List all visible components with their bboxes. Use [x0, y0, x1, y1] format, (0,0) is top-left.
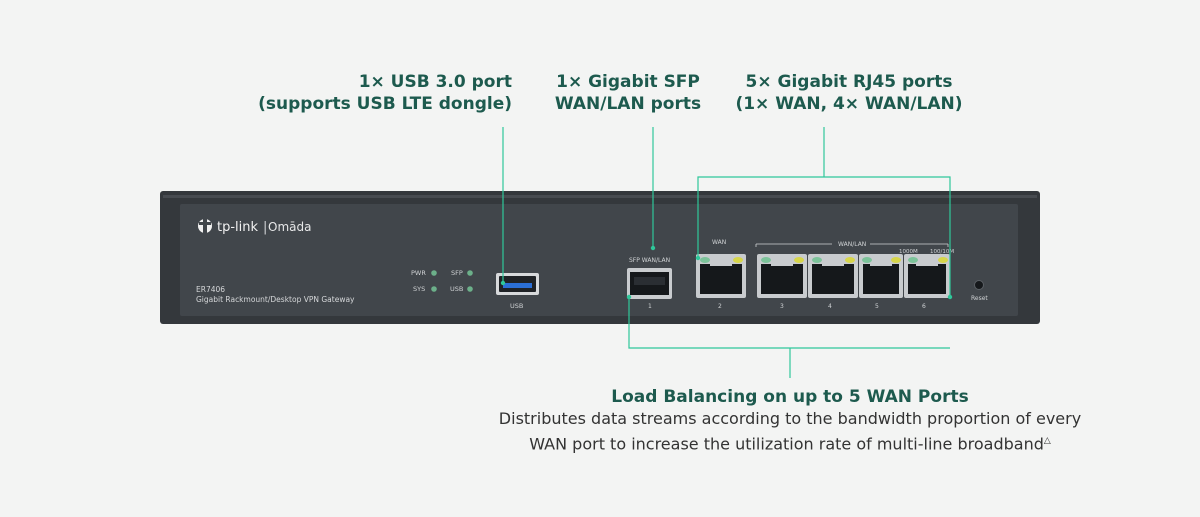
usb-callout-line1: 1× USB 3.0 port	[358, 72, 512, 92]
load-balancing-desc-line2-text: WAN port to increase the utilization rat…	[529, 434, 1044, 454]
port-number-5: 5	[875, 303, 879, 310]
rj45-callout-line2: (1× WAN, 4× WAN/LAN)	[735, 94, 963, 114]
brand-name: tp-link	[217, 220, 259, 235]
sys-led	[431, 286, 437, 292]
port-number-4: 4	[828, 303, 832, 310]
footnote-mark: △	[1043, 436, 1051, 446]
callout-dots	[500, 245, 953, 300]
rj45-callout-line1: 5× Gigabit RJ45 ports	[745, 72, 953, 92]
sfp-port	[627, 268, 672, 299]
sfp-led	[467, 270, 473, 276]
load-balancing-desc-line1: Distributes data streams according to th…	[498, 409, 1082, 428]
reset-button	[974, 280, 984, 290]
rj45-port-5	[859, 254, 903, 298]
port-number-3: 3	[780, 303, 784, 310]
rj45-callout: 5× Gigabit RJ45 ports (1× WAN, 4× WAN/LA…	[724, 71, 974, 115]
usb-callout: 1× USB 3.0 port (supports USB LTE dongle…	[240, 71, 512, 115]
sub-brand-name: Omāda	[268, 220, 311, 234]
port-number-2: 2	[718, 303, 722, 310]
led-label-sys: SYS	[413, 285, 425, 293]
sfp-port-header: SFP WAN/LAN	[629, 257, 670, 264]
led-label-pwr: PWR	[411, 269, 426, 277]
sfp-callout: 1× Gigabit SFP WAN/LAN ports	[548, 71, 708, 115]
led-label-sfp: SFP	[451, 269, 463, 277]
pwr-led	[431, 270, 437, 276]
load-balancing-title: Load Balancing on up to 5 WAN Ports	[611, 387, 969, 407]
load-balancing-callout: Load Balancing on up to 5 WAN Ports Dist…	[440, 386, 1140, 455]
port-number-1: 1	[648, 303, 652, 310]
sfp-callout-line1: 1× Gigabit SFP	[556, 72, 700, 92]
rj45-port-6	[904, 254, 950, 298]
port-number-6: 6	[922, 303, 926, 310]
wan-port-header: WAN	[712, 239, 726, 246]
rj45-port-4	[808, 254, 858, 298]
rj45-port-3	[757, 254, 807, 298]
rj45-port-wan	[696, 254, 746, 298]
reset-label: Reset	[971, 295, 988, 302]
usb-port	[496, 273, 539, 295]
led-label-usb: USB	[450, 285, 463, 293]
usb-callout-line2: (supports USB LTE dongle)	[258, 94, 512, 114]
speed-label-100m: 100/10M	[930, 249, 954, 255]
speed-label-1000m: 1000M	[899, 249, 918, 255]
usb-port-label: USB	[510, 302, 523, 310]
model-number: ER7406	[196, 285, 225, 294]
wanlan-port-header: WAN/LAN	[838, 241, 866, 248]
tp-link-logo-icon	[198, 219, 212, 235]
usb-led	[467, 286, 473, 292]
load-balancing-desc-line2: WAN port to increase the utilization rat…	[440, 430, 1140, 455]
model-description: Gigabit Rackmount/Desktop VPN Gateway	[196, 295, 355, 304]
svg-text:|: |	[263, 220, 267, 235]
sfp-callout-line2: WAN/LAN ports	[554, 94, 702, 114]
callout-connectors	[502, 127, 951, 378]
